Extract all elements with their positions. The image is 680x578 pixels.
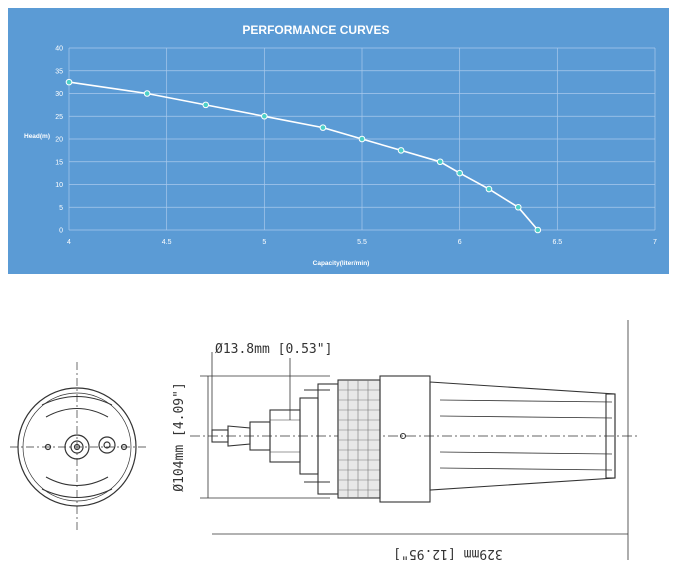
y-axis-label: Head(m)	[24, 133, 50, 140]
y-tick-label: 15	[55, 159, 63, 166]
pump-side-view	[190, 375, 640, 503]
data-point	[65, 78, 73, 86]
chart-series	[65, 78, 542, 234]
x-tick-label: 5.5	[357, 239, 367, 246]
pump-technical-drawing: Ø13.8mm [0.53"] Ø104mm [4.09"] 329mm [12…	[10, 320, 640, 561]
y-tick-label: 20	[55, 137, 63, 144]
dim-outlet-diameter: Ø13.8mm [0.53"]	[215, 342, 332, 357]
x-tick-label: 7	[653, 239, 657, 246]
data-point	[319, 124, 327, 131]
chart-title: PERFORMANCE CURVES	[242, 23, 389, 37]
data-point	[436, 158, 444, 166]
data-point	[202, 101, 210, 109]
y-tick-label: 35	[55, 68, 63, 75]
data-point	[261, 112, 268, 120]
y-tick-label: 10	[55, 182, 63, 189]
y-tick-label: 30	[55, 91, 63, 98]
y-tick-label: 5	[59, 205, 63, 212]
data-point	[143, 90, 151, 97]
data-point	[456, 169, 463, 177]
x-tick-label: 4.5	[162, 239, 172, 246]
chart-canvas: PERFORMANCE CURVES 4 4.5 5 5.5 6 6.5 7 0 5 10 15 20…	[24, 23, 657, 267]
dim-pump-diameter: Ø104mm [4.09"]	[172, 382, 187, 492]
x-tick-label: 4	[67, 239, 71, 246]
data-point	[514, 203, 522, 211]
data-point	[397, 147, 405, 154]
data-point	[358, 135, 366, 143]
x-tick-label: 5	[262, 239, 266, 246]
chart-ticks: 4 4.5 5 5.5 6 6.5 7 0 5 10 15 20 25 30 35 40	[55, 46, 657, 247]
data-point	[534, 226, 542, 234]
performance-chart: PERFORMANCE CURVES 4 4.5 5 5.5 6 6.5 7 0 5 10 15 20…	[8, 8, 669, 274]
y-tick-label: 40	[55, 46, 63, 53]
y-tick-label: 0	[59, 228, 63, 235]
x-tick-label: 6.5	[552, 239, 562, 246]
dim-pump-length: 329mm [12.95"]	[393, 546, 503, 561]
dimension-lines	[200, 320, 629, 560]
x-axis-label: Capacity(liter/min)	[313, 260, 370, 267]
series-line	[68, 81, 539, 231]
chart-grid	[68, 47, 656, 231]
y-tick-label: 25	[55, 114, 63, 121]
data-point	[485, 185, 493, 193]
x-tick-label: 6	[458, 239, 462, 246]
pump-end-view	[10, 362, 146, 530]
